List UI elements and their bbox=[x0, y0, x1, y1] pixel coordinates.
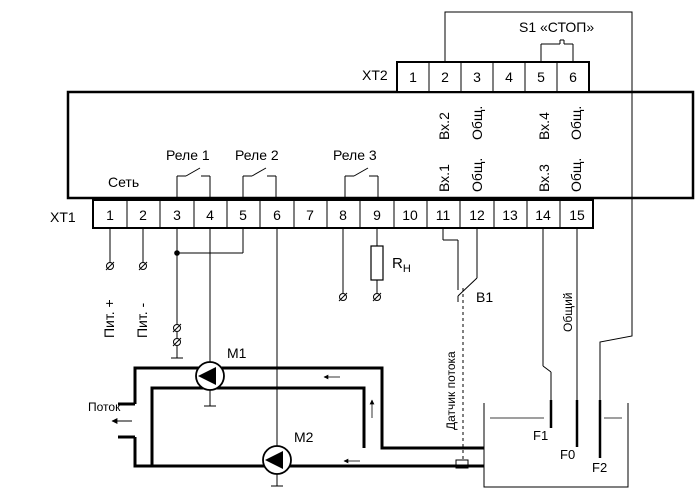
electrode-f0-label: F0 bbox=[560, 447, 575, 462]
input-labels-top: Вх.2 Общ. Вх.4 Общ. bbox=[436, 106, 584, 140]
xt1-terminal-13: 13 bbox=[502, 207, 518, 223]
stop-switch-label: S1 «СТОП» bbox=[519, 19, 594, 35]
load-resistor bbox=[370, 245, 384, 281]
xt1-terminal-2: 2 bbox=[139, 207, 147, 223]
pipe-loop bbox=[118, 366, 484, 468]
input-labels-bottom: Вх.1 Общ. Вх.3 Общ. bbox=[436, 158, 584, 192]
pump-m1 bbox=[195, 361, 225, 407]
input-label-vx3: Вх.3 bbox=[536, 164, 552, 192]
relay-2-contact bbox=[242, 167, 277, 200]
flow-sensor-switch bbox=[442, 228, 478, 460]
xt1-terminal-10: 10 bbox=[402, 207, 418, 223]
xt1-terminal-7: 7 bbox=[306, 207, 314, 223]
xt1-terminal-14: 14 bbox=[535, 207, 551, 223]
xt2-label: XT2 bbox=[362, 67, 388, 83]
xt1-terminal-3: 3 bbox=[173, 207, 181, 223]
tank bbox=[483, 403, 629, 488]
xt1-terminals: 1 2 3 4 5 6 7 8 9 10 11 12 13 14 15 bbox=[106, 200, 585, 228]
electrode-f2-label: F2 bbox=[592, 460, 607, 475]
relay-1-label: Реле 1 bbox=[166, 147, 210, 163]
power-wires bbox=[105, 228, 148, 271]
xt1-terminal-6: 6 bbox=[273, 207, 281, 223]
xt1-block bbox=[92, 199, 594, 229]
electrode-f1-label: F1 bbox=[533, 428, 548, 443]
stop-circuit-wire bbox=[444, 11, 633, 418]
xt1-terminal-8: 8 bbox=[339, 207, 347, 223]
relay-3-wires bbox=[338, 228, 382, 302]
xt1-terminal-11: 11 bbox=[436, 207, 451, 223]
flow-sensor-label: B1 bbox=[476, 289, 493, 305]
xt2-terminal-6: 6 bbox=[569, 69, 577, 85]
xt1-terminal-5: 5 bbox=[239, 207, 247, 223]
xt1-terminal-1: 1 bbox=[106, 207, 114, 223]
pump-m2-label: М2 bbox=[294, 429, 314, 445]
input-label-common-1: Общ. bbox=[469, 158, 485, 192]
net-label: Сеть bbox=[108, 174, 139, 190]
electrode-wires bbox=[542, 228, 578, 420]
input-label-common-4: Общ. bbox=[568, 106, 584, 140]
relay-3-contact bbox=[344, 167, 379, 200]
relay-wires bbox=[171, 228, 278, 446]
input-label-common-3: Общ. bbox=[568, 158, 584, 192]
xt1-label: XT1 bbox=[50, 209, 76, 225]
flow-label: Поток bbox=[88, 400, 121, 414]
power-plus-label: Пит. + bbox=[101, 299, 117, 338]
xt2-terminal-4: 4 bbox=[505, 69, 513, 85]
relay-2-label: Реле 2 bbox=[235, 147, 279, 163]
xt2-terminal-2: 2 bbox=[441, 69, 449, 85]
flow-sensor-element bbox=[455, 459, 469, 469]
xt2-terminals: 1 2 3 4 5 6 bbox=[409, 62, 577, 92]
common-wire-label: Общий bbox=[561, 293, 575, 333]
relay-1-contact bbox=[176, 167, 211, 200]
controller-body bbox=[66, 90, 695, 200]
pump-m2 bbox=[262, 445, 292, 487]
xt1-terminal-12: 12 bbox=[469, 207, 485, 223]
input-label-vx4: Вх.4 bbox=[536, 112, 552, 140]
xt1-terminal-15: 15 bbox=[569, 207, 585, 223]
load-resistor-label: RН bbox=[392, 255, 411, 275]
pump-m1-label: М1 bbox=[227, 345, 247, 361]
xt1-terminal-9: 9 bbox=[373, 207, 381, 223]
xt2-terminal-5: 5 bbox=[537, 69, 545, 85]
direction-arrows bbox=[323, 374, 375, 464]
tank-electrodes bbox=[549, 400, 602, 458]
power-minus-label: Пит. - bbox=[134, 302, 150, 338]
relay-3-label: Реле 3 bbox=[333, 147, 377, 163]
input-label-vx2: Вх.2 bbox=[436, 112, 452, 140]
xt1-terminal-4: 4 bbox=[206, 207, 214, 223]
flow-sensor-caption: Датчик потока bbox=[444, 351, 458, 430]
stop-switch bbox=[540, 39, 574, 62]
input-label-vx1: Вх.1 bbox=[436, 164, 452, 192]
xt2-terminal-3: 3 bbox=[473, 69, 481, 85]
xt2-terminal-1: 1 bbox=[409, 69, 417, 85]
input-label-common-2: Общ. bbox=[469, 106, 485, 140]
